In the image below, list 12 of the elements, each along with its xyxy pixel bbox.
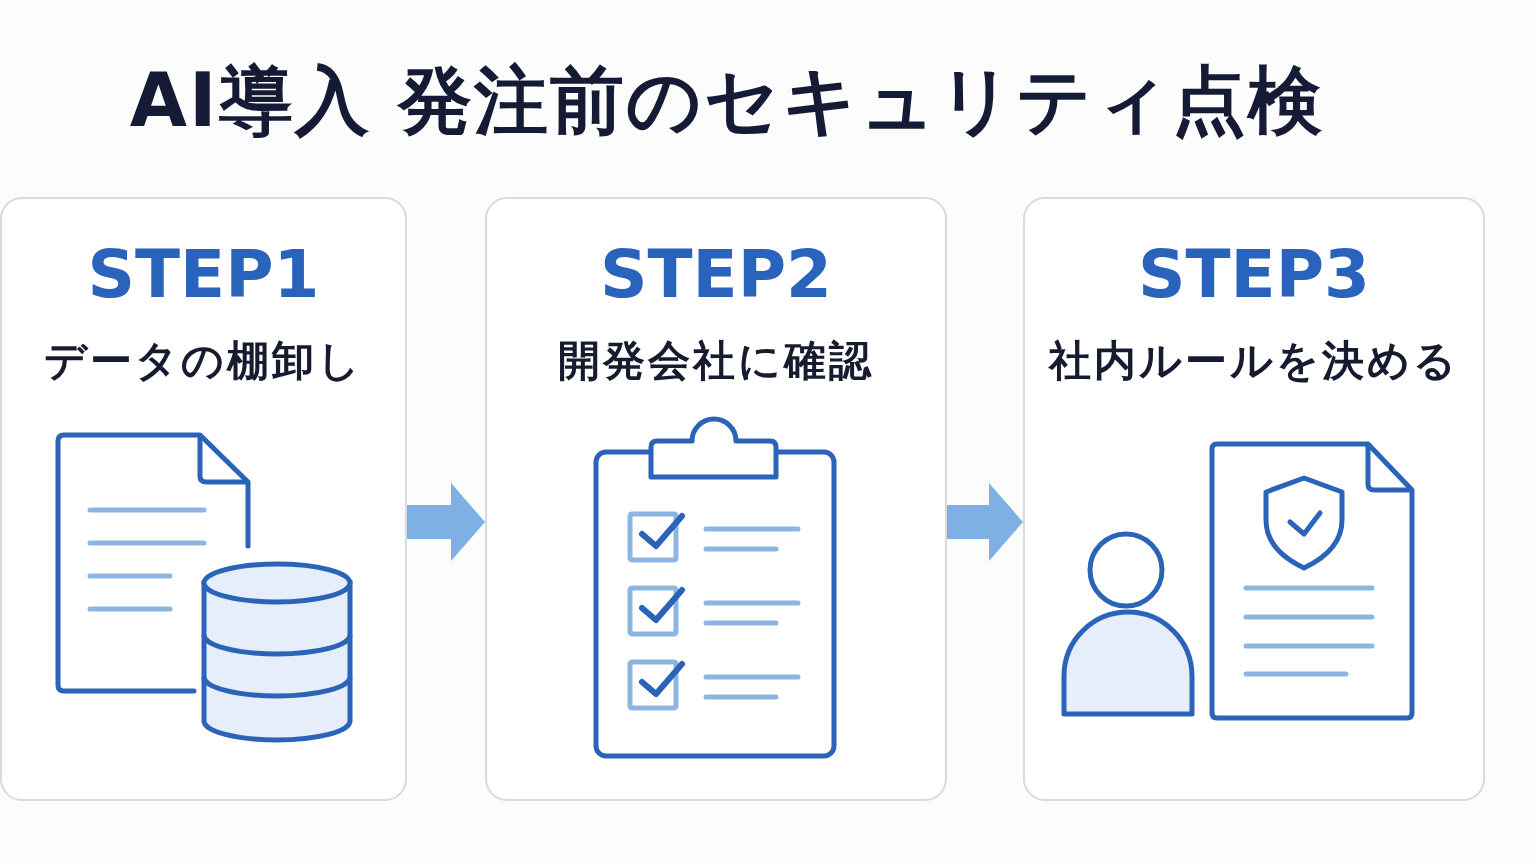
step-title: 開発会社に確認 (558, 335, 874, 387)
page-title: AI導入 発注前のセキュリティ点検 (129, 56, 1325, 145)
step-number: STEP3 (1138, 235, 1370, 315)
step-card (0, 197, 407, 801)
step-card (1023, 197, 1485, 801)
step-title: 社内ルールを決める (1049, 335, 1459, 387)
step-number: STEP1 (87, 235, 320, 315)
step-title: データの棚卸し (44, 335, 363, 387)
arrow (947, 483, 1023, 561)
step-card (485, 197, 947, 801)
arrow (407, 483, 485, 561)
step-number: STEP2 (600, 235, 832, 315)
